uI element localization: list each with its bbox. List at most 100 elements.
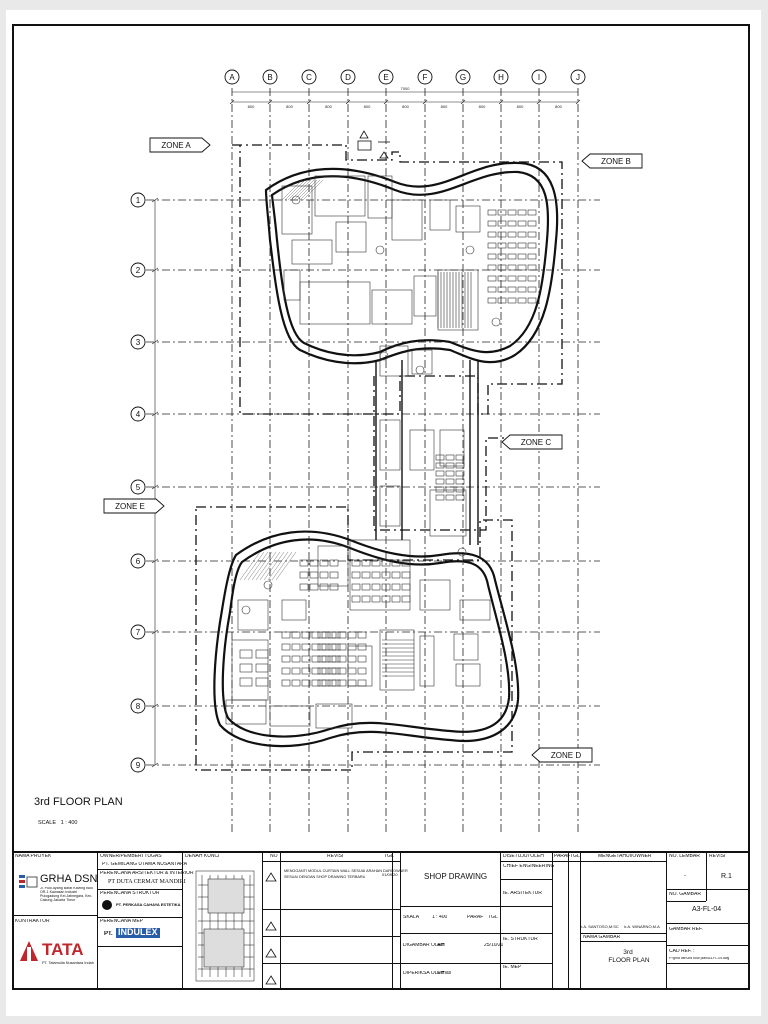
bay-dimension: 800 <box>364 104 371 109</box>
sheet-border <box>12 24 750 990</box>
ie-architecture: IE. ARSITEKTUR <box>503 891 542 896</box>
scale-value: 1 : 400 <box>60 820 78 826</box>
svg-text:3: 3 <box>136 338 141 347</box>
revision-triangle-icon <box>265 945 277 963</box>
revision-date-header: TGL <box>384 854 394 859</box>
drawing-name-1: 3rd <box>623 949 633 956</box>
svg-text:G: G <box>460 73 466 82</box>
svg-text:H: H <box>498 73 504 82</box>
architect-header: PERENCANA ARSITEKTUR & INTERIOR <box>100 871 194 876</box>
architect-name: PT DUTA CERMAT MANDIRI <box>108 879 186 885</box>
structural-header: PERENCANA STRUKTUR <box>100 891 160 896</box>
structural-logo-icon <box>102 900 112 910</box>
svg-text:1: 1 <box>136 196 141 205</box>
tgl-header: TGL <box>488 915 498 920</box>
svg-text:5: 5 <box>136 483 141 492</box>
bay-dimension: 800 <box>555 104 562 109</box>
project-name: GRHA DSN <box>40 873 98 885</box>
svg-text:F: F <box>423 73 428 82</box>
svg-text:7: 7 <box>136 628 141 637</box>
title-block: NAMA PROYEK GRHA DSN Jl. Pulo Ayang Bara… <box>12 851 750 990</box>
drawn-by-value: Arif <box>437 943 445 948</box>
plan-scale: SCALE 1 : 400 <box>38 820 77 826</box>
revision-header: REVISI <box>327 854 344 859</box>
svg-text:A: A <box>229 73 235 82</box>
svg-text:ZONE A: ZONE A <box>161 141 191 150</box>
bay-dimension: 800 <box>402 104 409 109</box>
cad-ref-header: CAD REF. : <box>669 949 695 954</box>
revision-1-text: MENGGANTI MODUL CURTAIN WALL SESUAI ARAH… <box>284 869 408 873</box>
grid-bubble-col: I <box>531 69 547 85</box>
grid-bubble-row: 4 <box>130 406 146 422</box>
bay-dimension: 800 <box>479 104 486 109</box>
ie-mep: IE. MEP <box>503 965 522 970</box>
paraf-header-2: PARAF <box>554 854 571 859</box>
svg-text:6: 6 <box>136 557 141 566</box>
zone-tag: ZONE C <box>501 434 563 450</box>
drawing-ref-header: GAMBAR REF. <box>669 927 703 932</box>
grid-bubble-row: 7 <box>130 624 146 640</box>
checked-by-value: Dimas <box>437 971 452 976</box>
zone-tag: ZONE E <box>103 498 165 514</box>
svg-text:9: 9 <box>136 761 141 770</box>
zone-tag: ZONE B <box>581 153 643 169</box>
drawing-no-value: A3-FL-04 <box>692 906 722 913</box>
bay-dimension: 800 <box>441 104 448 109</box>
paraf-header: PARAF <box>467 915 484 920</box>
grid-bubble-row: 5 <box>130 479 146 495</box>
scale-label: SCALE <box>38 820 57 826</box>
svg-text:J: J <box>576 73 580 82</box>
grid-bubble-col: E <box>378 69 394 85</box>
grid-bubble-row: 8 <box>130 698 146 714</box>
sheet-no-value: - <box>684 873 686 879</box>
structural-name: PT. PERKASA CAHAYA ESTETIKA <box>116 903 181 907</box>
key-plan-drawing <box>195 870 255 982</box>
zone-boundaries <box>195 144 563 771</box>
zone-tag: ZONE A <box>149 137 211 153</box>
bay-dimension: 800 <box>248 104 255 109</box>
signatory-1: Ir.A. SANTOSO,M.SC <box>580 925 619 929</box>
drawn-by-header: DIGAMBAR OLEH <box>403 943 445 948</box>
project-logo-icon <box>17 871 39 893</box>
svg-text:ZONE E: ZONE E <box>115 502 145 511</box>
grid-bubble-col: A <box>224 69 240 85</box>
grid-bubble-col: G <box>455 69 471 85</box>
svg-text:ZONE B: ZONE B <box>601 157 631 166</box>
tgl-header-2: TGL <box>570 854 580 859</box>
bay-dimension: 800 <box>286 104 293 109</box>
approved-by-header: DISETUJUI OLEH <box>503 854 544 859</box>
revisi-value: R.1 <box>721 873 732 880</box>
grid-bubble-col: B <box>262 69 278 85</box>
contractor-logo-icon <box>18 939 40 965</box>
grid-bubble-row: 6 <box>130 553 146 569</box>
grid-bubble-col: C <box>301 69 317 85</box>
svg-text:8: 8 <box>136 702 141 711</box>
signatory-2: Ir.A. WINARNO,M.A <box>624 925 660 929</box>
grid-bubble-row: 2 <box>130 262 146 278</box>
scale-value: 1 : 400 <box>432 915 448 920</box>
revision-triangle-icon <box>265 869 277 887</box>
shop-drawing-stamp: SHOP DRAWING <box>424 873 488 881</box>
contractor-logo: TATA <box>42 941 84 959</box>
svg-text:4: 4 <box>136 410 141 419</box>
revision-no-header: NO <box>270 854 278 859</box>
keyplan-header: DENAH KUNCI <box>185 854 220 859</box>
svg-text:C: C <box>306 73 312 82</box>
revision-1-text2: SESUAI DENGAN SHOP DRAWING TERBARU <box>284 875 366 879</box>
mep-name: PT. <box>104 931 113 937</box>
svg-text:ZONE C: ZONE C <box>521 438 551 447</box>
plan-title: 3rd FLOOR PLAN <box>34 796 123 808</box>
revisi-header: REVISI <box>709 854 726 859</box>
grid-bubble-row: 3 <box>130 334 146 350</box>
sheet-no-header: NO. LEMBAR <box>669 854 700 859</box>
grid-bubble-col: J <box>570 69 586 85</box>
interior-layout <box>225 175 537 729</box>
drawing-name-2: FLOOR PLAN <box>608 957 650 964</box>
svg-text:2: 2 <box>136 266 141 275</box>
revision-1-date: 01/09/20 <box>382 873 398 877</box>
grid-bubble-col: D <box>340 69 356 85</box>
scale-header: SKALA <box>403 915 420 920</box>
grid-bubble-col: H <box>493 69 509 85</box>
owner-header: OWNER/PEMBERI TUGAS <box>100 854 162 859</box>
svg-text:D: D <box>345 73 351 82</box>
